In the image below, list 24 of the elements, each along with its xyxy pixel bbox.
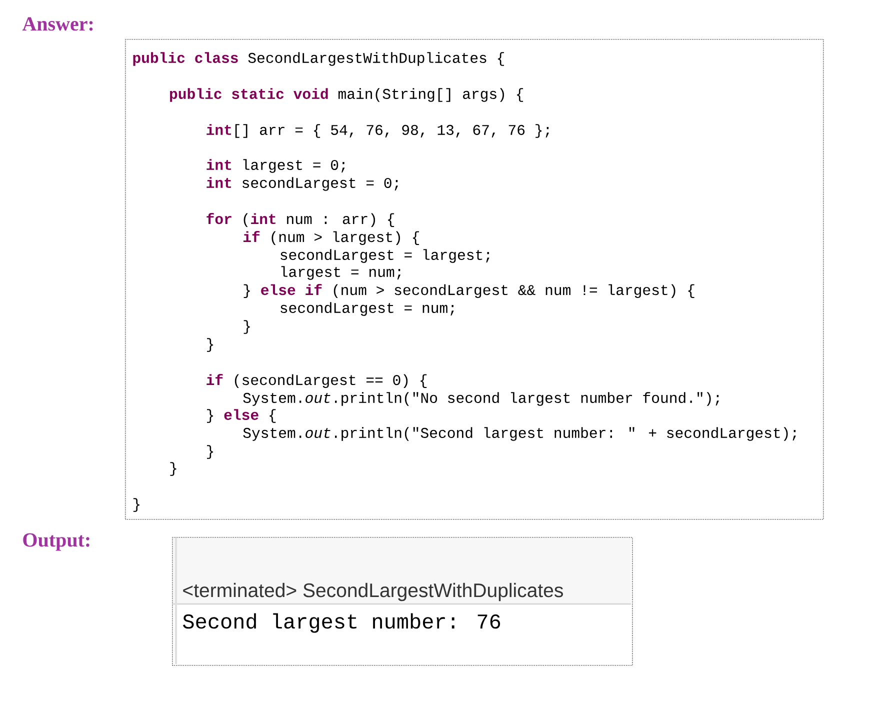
code-line: if (num > largest) { xyxy=(243,231,419,246)
code-line: System.out.println("No second largest number found."); xyxy=(243,392,719,406)
console-title: <terminated> SecondLargestWithDuplicates xyxy=(183,582,563,602)
code-line: } xyxy=(244,320,250,334)
code-line: largest = num; xyxy=(281,266,401,280)
section-heading: Output: xyxy=(23,533,90,551)
code-line: System.out.println("Second largest number: " + secondLargest); xyxy=(243,427,796,441)
code-line: } else { xyxy=(207,409,276,423)
code-line: } xyxy=(207,338,214,352)
code-line: secondLargest = largest; xyxy=(280,249,490,263)
code-line: } xyxy=(207,445,214,459)
code-line: } xyxy=(170,462,176,476)
section-heading: Answer: xyxy=(22,17,93,31)
code-line: int[] arr = { 54, 76, 98, 13, 67, 76 }; xyxy=(206,124,549,138)
code-line: int secondLargest = 0; xyxy=(206,177,398,191)
code-line: public class SecondLargestWithDuplicates { xyxy=(133,52,504,66)
console-output: Second largest number: 76 xyxy=(183,613,500,633)
code-line: if (secondLargest == 0) { xyxy=(206,374,427,388)
code-line: } else if (num > secondLargest && num != largest) { xyxy=(244,284,694,298)
code-line: } xyxy=(133,498,140,512)
code-line: int largest = 0; xyxy=(206,159,345,173)
code-line: secondLargest = num; xyxy=(280,302,454,316)
code-line: for (int num : arr) { xyxy=(206,213,394,228)
code-line: public static void main(String[] args) { xyxy=(170,88,524,102)
